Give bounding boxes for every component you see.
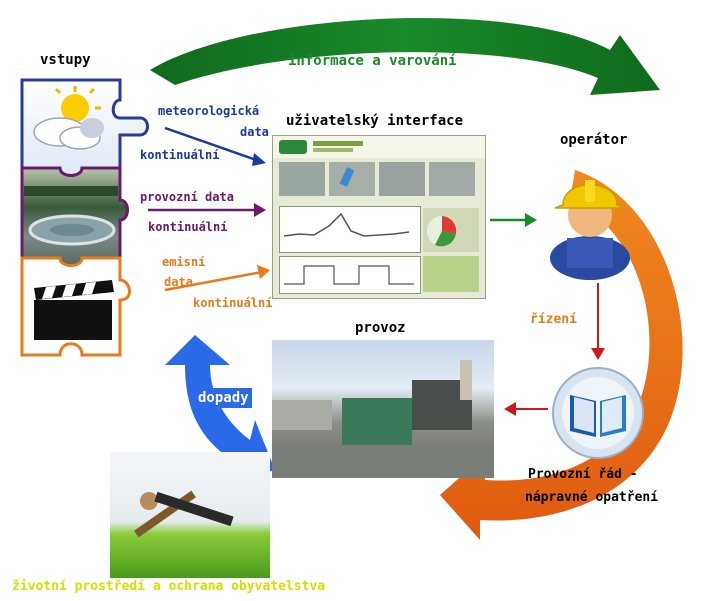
user-interface-screenshot	[272, 135, 486, 299]
construction-worker-icon	[550, 180, 630, 280]
control-label: řízení	[530, 312, 577, 327]
continuous-label-3: kontinuální	[193, 296, 273, 310]
operator-label: operátor	[560, 132, 628, 148]
operating-rules-line-2: nápravné opatření	[525, 490, 659, 505]
meteorological-label: meteorologická	[158, 104, 260, 118]
impact-double-arrow	[165, 335, 275, 485]
sun-cloud-icon	[33, 86, 104, 150]
operational-data-label: provozní data	[140, 190, 234, 204]
impacts-label: dopady	[195, 388, 252, 408]
emission-label: emisní	[162, 255, 206, 269]
information-warning-label: informace a varování	[288, 53, 457, 69]
plant-photo	[272, 340, 494, 478]
user-interface-label: uživatelský interface	[286, 113, 464, 129]
film-clapper-icon	[34, 280, 114, 340]
nature-photo	[110, 452, 270, 578]
continuous-label-2: kontinuální	[148, 220, 228, 234]
open-book-icon	[552, 367, 644, 459]
environment-label: životní prostředí a ochrana obyvatelstva	[12, 579, 326, 594]
emission-data-label: data	[164, 275, 193, 289]
meteorological-data-label: data	[240, 125, 269, 139]
information-arc-arrow	[150, 17, 660, 95]
continuous-label-1: kontinuální	[140, 148, 220, 162]
inputs-label: vstupy	[40, 52, 91, 68]
operating-rules-line-1: Provozní řád -	[528, 467, 638, 482]
operation-label: provoz	[355, 320, 406, 336]
